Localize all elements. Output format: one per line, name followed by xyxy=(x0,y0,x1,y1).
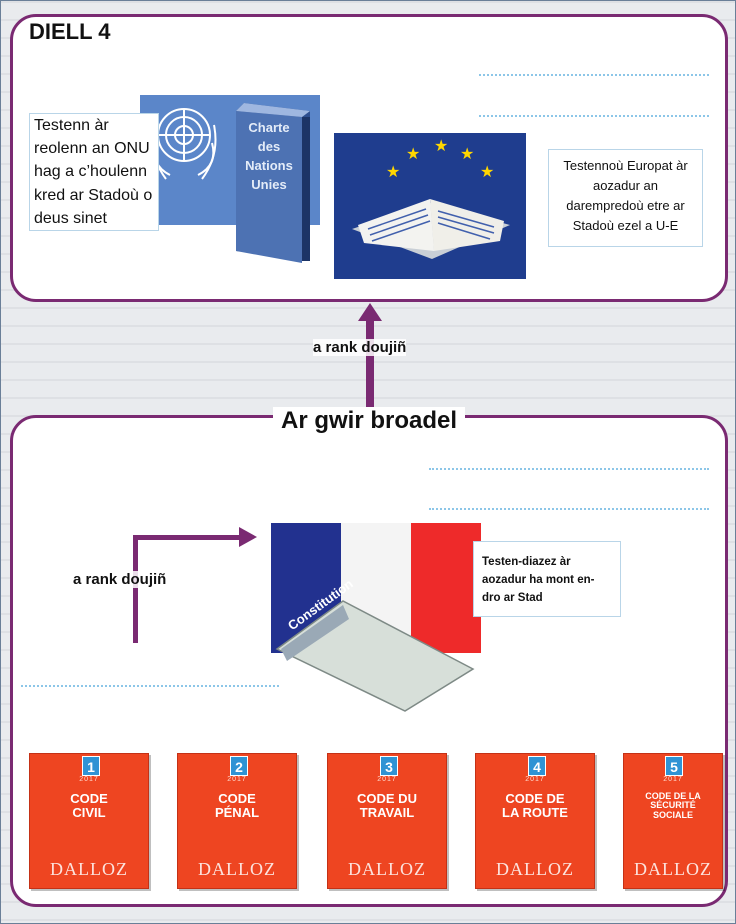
dotted-line xyxy=(21,685,279,687)
code-book: 5 2017 CODE DE LA SÉCURITÉ SOCIALE DALLO… xyxy=(623,753,723,889)
charter-book-label: Charte des Nations Unies xyxy=(245,120,293,192)
code-title: CODE DE LA SÉCURITÉ SOCIALE xyxy=(645,791,701,820)
arrow-label: a rank doujiñ xyxy=(313,339,407,356)
svg-text:★: ★ xyxy=(460,144,474,163)
code-title: CODE DU TRAVAIL xyxy=(357,791,417,820)
code-number-badge: 3 xyxy=(380,756,398,776)
dotted-line xyxy=(479,115,709,117)
panel-title: DIELL 4 xyxy=(29,19,111,44)
arrow-label: a rank doujiñ xyxy=(73,571,167,588)
eu-treaty-illustration: ★ ★ ★ ★ ★ xyxy=(334,133,526,279)
flag-stripe xyxy=(411,523,481,653)
code-number-badge: 5 xyxy=(665,756,683,776)
code-publisher: DALLOZ xyxy=(496,859,574,879)
up-arrow-icon xyxy=(358,303,382,419)
code-number-badge: 2 xyxy=(230,756,248,776)
svg-text:★: ★ xyxy=(406,144,420,163)
code-publisher: DALLOZ xyxy=(198,859,276,879)
code-title: CODE CIVIL xyxy=(70,791,108,820)
svg-text:★: ★ xyxy=(480,162,494,181)
dotted-line xyxy=(429,468,709,470)
code-book: 3 2017 CODE DU TRAVAIL DALLOZ xyxy=(327,753,447,889)
svg-text:★: ★ xyxy=(386,162,400,181)
un-charter-illustration: Charte des Nations Unies xyxy=(140,95,320,265)
code-publisher: DALLOZ xyxy=(50,859,128,879)
bent-arrow-icon xyxy=(133,527,257,643)
code-edition: 2017 xyxy=(377,776,397,783)
code-edition: 2017 xyxy=(663,776,683,783)
code-title: CODE PÉNAL xyxy=(214,791,260,820)
code-number-badge: 4 xyxy=(528,756,546,776)
dotted-line xyxy=(479,74,709,76)
code-edition: 2017 xyxy=(227,776,247,783)
code-publisher: DALLOZ xyxy=(634,859,712,879)
section-title: Ar gwir broadel xyxy=(1,407,735,435)
code-publisher: DALLOZ xyxy=(348,859,426,879)
constitution-document-icon xyxy=(275,600,475,712)
constitution-note: Testen-diazez àr aozadur ha mont en-dro … xyxy=(473,541,621,617)
code-book: 2 2017 CODE PÉNAL DALLOZ xyxy=(177,753,297,889)
code-book: 4 2017 CODE DE LA ROUTE DALLOZ xyxy=(475,753,595,889)
dotted-line xyxy=(429,508,709,510)
code-number-badge: 1 xyxy=(82,756,100,776)
code-book: 1 2017 CODE CIVIL DALLOZ xyxy=(29,753,149,889)
code-title: CODE DE LA ROUTE xyxy=(502,791,568,820)
eu-flag-icon: ★ ★ ★ ★ ★ xyxy=(352,136,510,259)
code-edition: 2017 xyxy=(79,776,99,783)
eu-treaties-note: Testennoù Europat àr aozadur an darempre… xyxy=(548,149,703,247)
charter-book-icon xyxy=(236,103,310,263)
code-edition: 2017 xyxy=(525,776,545,783)
svg-text:★: ★ xyxy=(434,136,448,155)
un-charter-note: Testenn àr reolenn an ONU hag a c’houlen… xyxy=(29,113,159,231)
